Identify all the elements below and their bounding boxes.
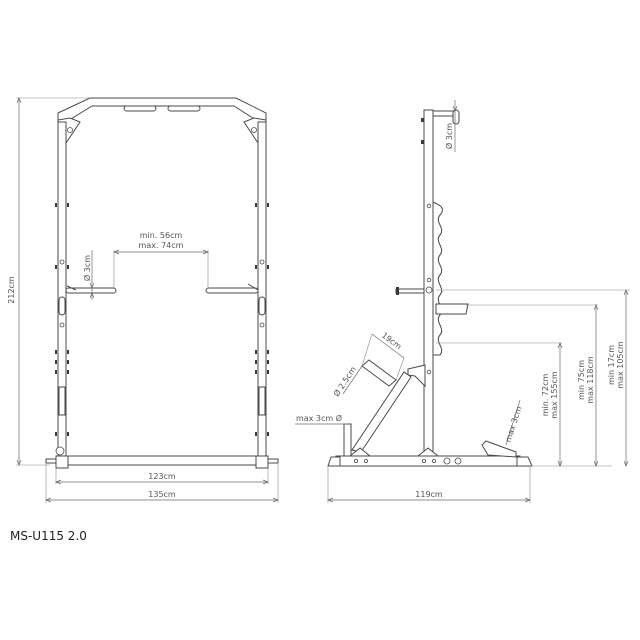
inner-width-label: 123cm (148, 472, 176, 481)
dimension-labels: 212cm 123cm 135cm min. 56cm max. 74cm Ø … (7, 123, 625, 499)
foot-rest (481, 440, 517, 458)
safety-arm-left (65, 287, 117, 294)
side-upright (423, 109, 434, 463)
front-view-dimensions (16, 97, 279, 503)
label-plate-left (58, 386, 66, 416)
side-view-dimensions (295, 100, 630, 503)
upright-bolts (55, 203, 269, 436)
pullup-bar-stub (432, 110, 456, 117)
height-label: 212cm (7, 276, 16, 304)
base-foot-left (55, 455, 69, 469)
base-crossbar (65, 455, 259, 466)
weight-horn-right (267, 458, 279, 464)
dip-handle (435, 303, 469, 315)
base-foot-right (255, 455, 269, 469)
dip-height-max-label: max 118cm (586, 356, 595, 404)
footrest-clearance-label: max 3cm (504, 405, 524, 443)
safety-spacing-min-label: min. 56cm (140, 231, 183, 240)
landmine-diameter-label: max 3cm Ø (296, 413, 342, 423)
depth-label: 119cm (415, 490, 443, 499)
j-hook-right (258, 296, 266, 316)
safety-arm-right (205, 287, 259, 294)
pullup-grip-left (123, 105, 157, 112)
safety-height-max-label: max 105cm (616, 341, 625, 389)
front-view (45, 97, 279, 469)
model-name: MS-U115 2.0 (10, 529, 87, 543)
dip-height-min-label: min 75cm (577, 360, 586, 400)
landmine-post (343, 423, 352, 457)
peg-diameter-label: Ø 2.5cm (331, 364, 358, 398)
front-bar-diameter-label: Ø 3cm (82, 255, 92, 281)
hinge-left (55, 446, 65, 456)
pullup-grip-right (167, 105, 201, 112)
j-hook-left (58, 296, 66, 316)
label-plate-right (258, 386, 266, 416)
diagonal-brace (351, 371, 412, 453)
top-arch (57, 97, 267, 122)
outer-width-label: 135cm (148, 490, 176, 499)
safety-spacing-max-label: max. 74cm (139, 241, 184, 250)
side-view (327, 109, 533, 467)
weight-storage-hooks (432, 201, 443, 356)
storage-peg (361, 359, 397, 387)
safety-height-min-label: min 17cm (607, 345, 616, 385)
weight-horn-left (45, 458, 57, 464)
jhook-height-max-label: max 155cm (550, 371, 559, 419)
j-hook-arm (395, 288, 425, 294)
side-gusset (407, 364, 426, 388)
pullup-diameter-label: Ø 3cm (444, 123, 454, 149)
jhook-height-min-label: min. 72cm (541, 374, 550, 417)
side-base (335, 455, 521, 467)
